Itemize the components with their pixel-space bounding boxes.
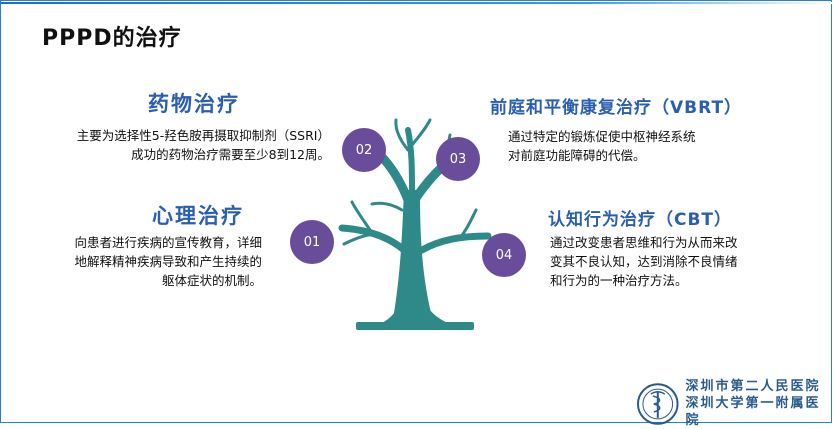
hospital-name-line1: 深圳市第二人民医院: [685, 379, 821, 394]
psych-therapy-text: 向患者进行疾病的宣传教育，详细 地解释精神疾病导致和产生持续的 躯体症状的机制。: [74, 235, 262, 288]
bubble-03: 03: [436, 137, 480, 181]
vbrt-heading: 前庭和平衡康复治疗（VBRT）: [490, 98, 743, 118]
bubble-02: 02: [342, 128, 386, 172]
bubble-01: 01: [290, 220, 334, 264]
vbrt-text: 通过特定的锻炼促使中枢神经系统 对前庭功能障碍的代偿。: [508, 129, 696, 163]
psych-therapy-heading: 心理治疗: [152, 204, 244, 228]
hospital-logo: 深圳市第二人民医院 深圳大学第一附属医院: [636, 378, 834, 429]
page-title: PPPD的治疗: [42, 26, 182, 51]
drug-therapy-text: 主要为选择性5-羟色胺再摄取抑制剂（SSRI） 成功的药物治疗需要至少8到12周…: [76, 128, 330, 162]
hospital-seal-icon: [636, 382, 679, 425]
tree-illustration: [338, 118, 492, 330]
cbt-heading: 认知行为治疗（CBT）: [548, 210, 733, 230]
drug-therapy-heading: 药物治疗: [148, 92, 240, 116]
top-accent-line: [0, 2, 834, 4]
bubble-04: 04: [482, 233, 526, 277]
cbt-text: 通过改变患者思维和行为从而来改 变其不良认知，达到消除不良情绪 和行为的一种治疗…: [550, 235, 738, 288]
hospital-name-line2: 深圳大学第一附属医院: [685, 396, 821, 428]
